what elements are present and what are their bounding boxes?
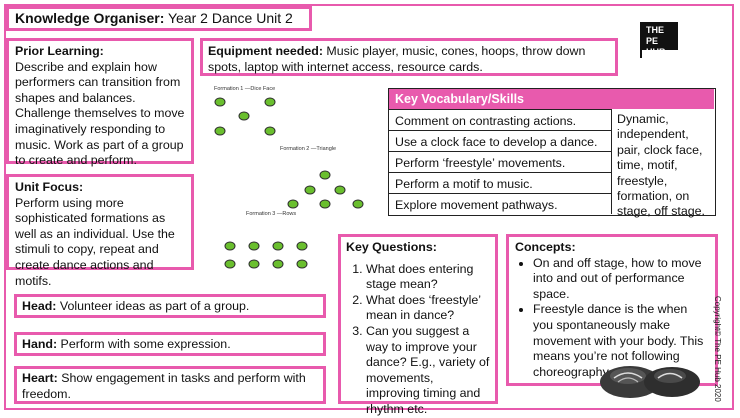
heart-label: Heart: <box>22 371 58 385</box>
key-questions-label: Key Questions: <box>346 240 437 254</box>
concepts-list: On and off stage, how to move into and o… <box>515 256 709 381</box>
dancer-dot <box>319 199 331 209</box>
vocabulary-words: Dynamic, independent, pair, clock face, … <box>611 109 714 218</box>
logo-flag-pole <box>640 22 642 58</box>
spots-illustration <box>600 366 700 398</box>
equipment-label: Equipment needed: <box>208 44 323 58</box>
dancer-dot <box>224 241 236 251</box>
key-question-item: What does ‘freestyle’ mean in dance? <box>366 293 490 324</box>
dancer-dot <box>304 185 316 195</box>
prior-learning-box: Prior Learning: Describe and explain how… <box>6 38 194 167</box>
formation-3-caption: Formation 3 —Rows <box>246 211 297 217</box>
concepts-box: Concepts: On and off stage, how to move … <box>506 234 718 386</box>
formation-2-caption: Formation 2 —Triangle <box>280 146 337 152</box>
dancer-dot <box>296 241 308 251</box>
hand-label: Hand: <box>22 337 58 351</box>
vocabulary-row: Comment on contrasting actions. <box>389 109 611 133</box>
vocabulary-header: Key Vocabulary/Skills <box>389 89 714 109</box>
head-box: Head: Volunteer ideas as part of a group… <box>14 294 326 318</box>
key-questions-box: Key Questions: What does entering stage … <box>338 234 498 416</box>
hand-box: Hand: Perform with some expression. <box>14 332 326 356</box>
dancer-dot <box>334 185 346 195</box>
prior-learning-label: Prior Learning: <box>15 44 104 58</box>
page-frame <box>4 4 734 410</box>
equipment-box: Equipment needed: Music player, music, c… <box>200 38 618 76</box>
vocabulary-row: Perform ‘freestyle’ movements. <box>389 151 611 175</box>
equipment-text: Music player, music, cones, hoops, throw… <box>208 44 586 74</box>
vocabulary-row: Use a clock face to develop a dance. <box>389 130 611 154</box>
dancer-dot <box>287 199 299 209</box>
unit-focus-label: Unit Focus: <box>15 180 84 194</box>
vocabulary-table: Key Vocabulary/Skills Comment on contras… <box>388 88 716 218</box>
dancer-dot <box>264 97 276 107</box>
formations-diagram <box>214 97 364 269</box>
dancer-dot <box>296 259 308 269</box>
unit-focus-box: Unit Focus: Perform using more sophistic… <box>6 174 194 288</box>
concept-item: On and off stage, how to move into and o… <box>533 256 709 303</box>
head-label: Head: <box>22 299 57 313</box>
dancer-dot <box>238 111 250 121</box>
head-text: Volunteer ideas as part of a group. <box>56 299 250 313</box>
dancer-dot <box>214 126 226 136</box>
dancer-dot <box>264 126 276 136</box>
unit-focus-text: Perform using more sophisticated formati… <box>15 195 175 288</box>
page-title: Knowledge Organiser: Year 2 Dance Unit 2 <box>6 6 312 31</box>
heart-text: Show engagement in tasks and perform wit… <box>22 371 306 401</box>
dancer-dot <box>272 259 284 269</box>
key-questions-list: What does entering stage mean? What does… <box>346 262 490 418</box>
dancer-dot <box>214 97 226 107</box>
dancer-dot <box>272 241 284 251</box>
dancer-dot <box>224 259 236 269</box>
vocabulary-row: Perform a motif to music. <box>389 172 611 196</box>
copyright-note: Copyright© The PE Hub 2020 <box>713 296 722 402</box>
vocabulary-row: Explore movement pathways. <box>389 193 611 214</box>
dancer-dot <box>248 259 260 269</box>
dancer-dot <box>352 199 364 209</box>
key-question-item: What does entering stage mean? <box>366 262 490 293</box>
concepts-label: Concepts: <box>515 240 576 254</box>
hand-text: Perform with some expression. <box>57 337 231 351</box>
dancer-dot <box>248 241 260 251</box>
formation-1-caption: Formation 1 —Dice Face <box>214 86 276 92</box>
concept-item: Freestyle dance is the when you spontane… <box>533 302 709 380</box>
heart-box: Heart: Show engagement in tasks and perf… <box>14 366 326 404</box>
dancer-dot <box>319 170 331 180</box>
prior-learning-text: Describe and explain how performers can … <box>15 59 185 168</box>
key-question-item: Can you suggest a way to improve your da… <box>366 324 490 418</box>
